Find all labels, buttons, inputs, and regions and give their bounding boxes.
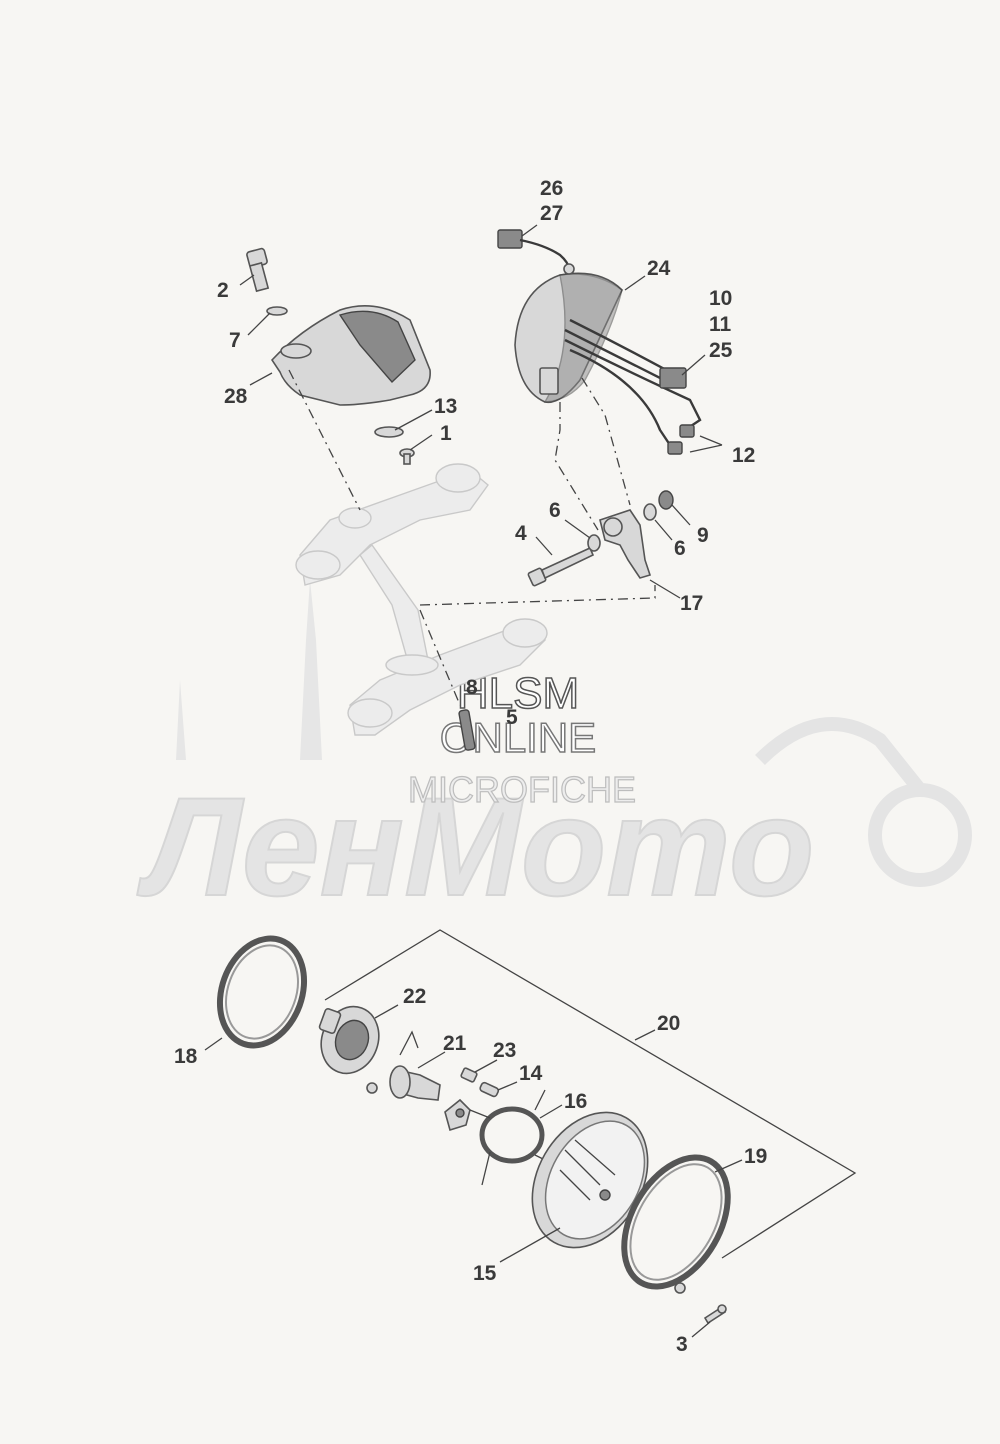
callout-14: 14: [519, 1062, 543, 1085]
callout-17: 17: [680, 592, 703, 615]
callout-2: 2: [217, 279, 229, 302]
callout-3: 3: [676, 1333, 688, 1356]
parking-bulb-23: [460, 1067, 478, 1083]
callout-26: 26: [540, 177, 563, 200]
motorcycle-silhouette: [755, 717, 972, 887]
mount-bracket-17: [599, 509, 652, 579]
washer-6a: [587, 534, 601, 552]
leader-lines-upper: [239, 224, 723, 599]
headlamp-bucket-22: [318, 1005, 380, 1075]
callout-21: 21: [443, 1032, 467, 1055]
sealed-beam-15: [531, 1111, 649, 1249]
pin-5: [458, 709, 476, 751]
callout-12: 12: [732, 444, 755, 467]
callout-23: 23: [493, 1039, 516, 1062]
nut-9: [658, 490, 674, 510]
callout-7: 7: [229, 329, 241, 352]
callout-6b: 6: [674, 537, 686, 560]
callout-16: 16: [564, 1090, 587, 1113]
callout-13: 13: [434, 395, 457, 418]
connector-26-27: [497, 229, 575, 275]
trim-ring-18: [216, 935, 308, 1049]
callout-24: 24: [647, 257, 671, 280]
screw-1: [399, 448, 415, 465]
top-cover-28: [270, 304, 431, 406]
triple-clamp-ghost: [295, 463, 548, 736]
callout-20: 20: [657, 1012, 680, 1035]
watermark-brand: ЛенМото: [137, 768, 815, 925]
assembly-bracket-20: [324, 929, 857, 1259]
bulb-21: [366, 1030, 441, 1101]
callout-6a: 6: [549, 499, 561, 522]
callout-15: 15: [473, 1262, 497, 1285]
callout-27: 27: [540, 202, 563, 225]
callout-11: 11: [709, 313, 732, 336]
washer-6b: [643, 503, 657, 521]
bolt-2: [246, 247, 270, 293]
bulb-socket: [444, 1098, 471, 1132]
callout-1: 1: [440, 422, 452, 445]
screw-3: [703, 1304, 727, 1325]
retainer-16: [469, 1089, 556, 1186]
watermark-line3: MICROFICHE: [408, 769, 636, 810]
watermark: ЛенМото HLSM ONLINE MICROFICHE: [136, 580, 972, 926]
callout-10: 10: [709, 287, 732, 310]
callout-8: 8: [466, 676, 478, 699]
callout-22: 22: [403, 985, 426, 1008]
callout-18: 18: [174, 1045, 198, 1068]
callout-28: 28: [224, 385, 248, 408]
spire-silhouette: [176, 580, 322, 760]
callout-19: 19: [744, 1145, 767, 1168]
callout-4: 4: [515, 522, 527, 545]
callout-9: 9: [697, 524, 709, 547]
wire-harness-10-11-25: [564, 318, 702, 455]
callout-5: 5: [506, 706, 518, 729]
trim-ring-19: [621, 1154, 731, 1294]
callout-labels: 26 27 24 10 11 25 12 2 7 28 13 1 6 4 9 6…: [174, 177, 767, 1356]
bolt-4: [527, 546, 595, 587]
callout-25: 25: [709, 339, 733, 362]
washer-7: [266, 306, 288, 316]
bulb-14: [479, 1081, 500, 1098]
